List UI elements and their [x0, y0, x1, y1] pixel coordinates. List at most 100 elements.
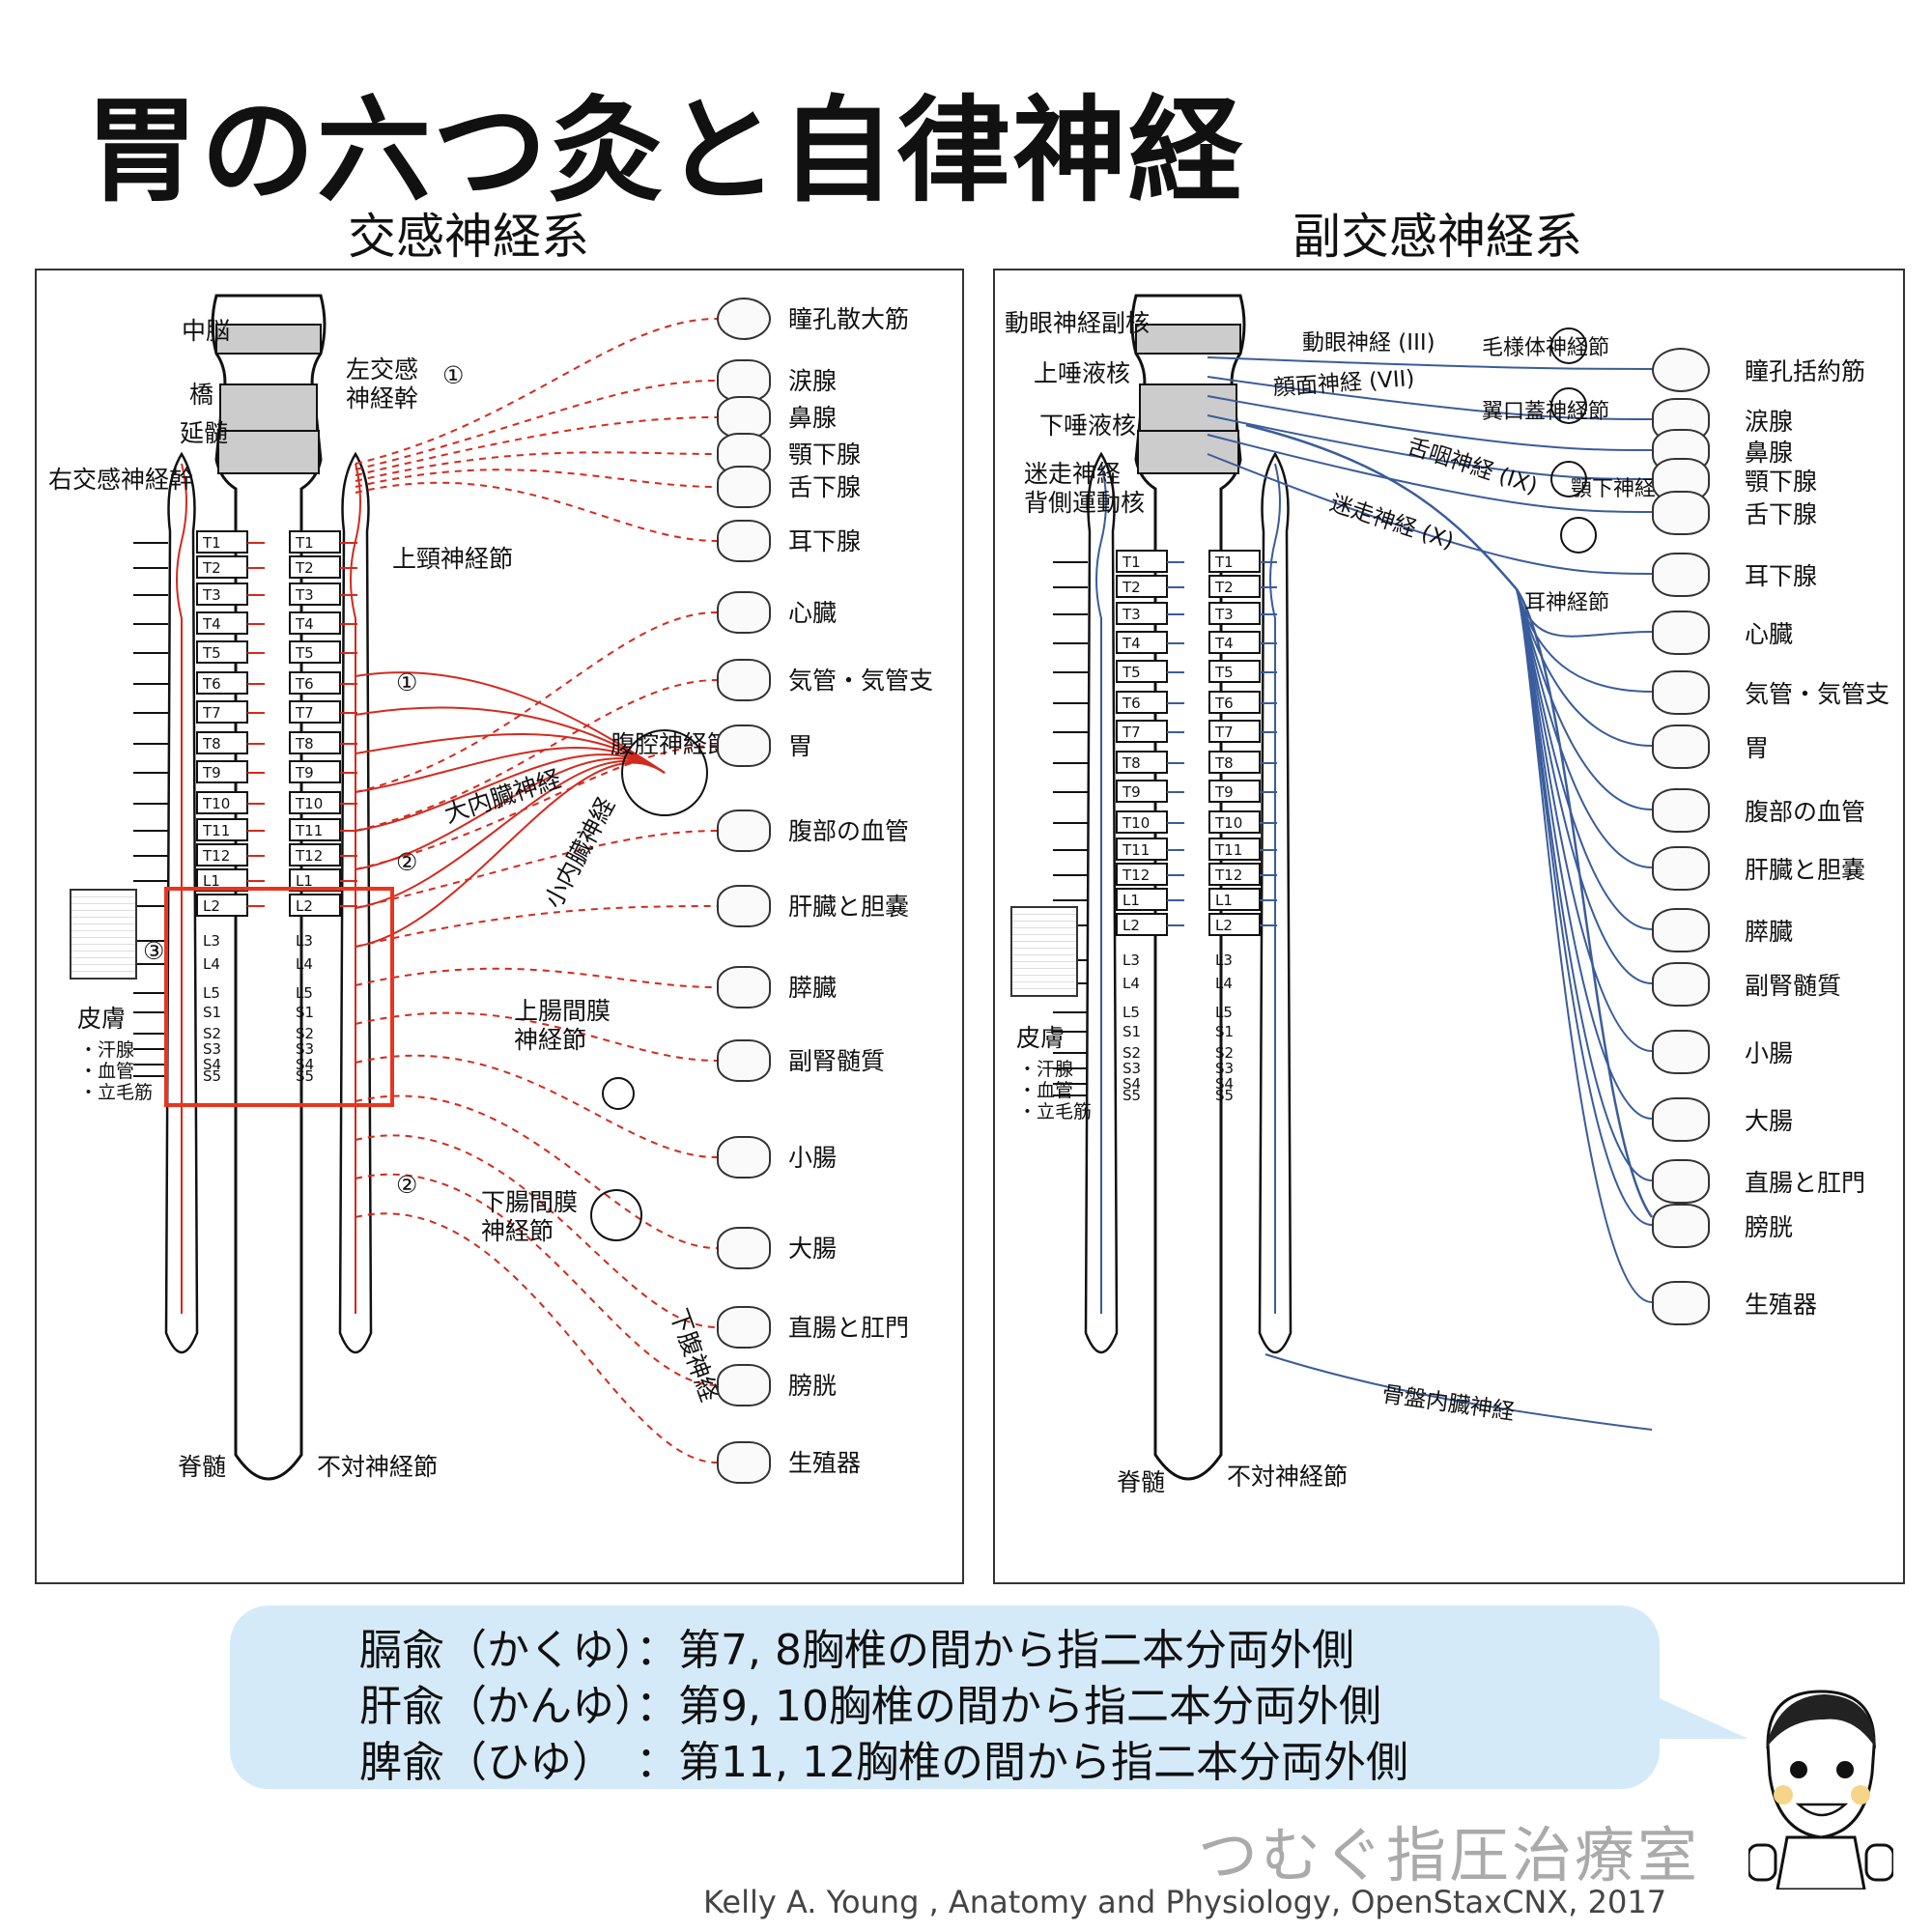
vertebra-label: S3	[1215, 1060, 1234, 1077]
vertebra-label: T8	[202, 735, 221, 753]
nucleus-label: 上唾液核	[1034, 359, 1131, 387]
dashed-fiber	[355, 1134, 718, 1328]
organ-icon	[717, 298, 771, 340]
vertebra-label: T6	[295, 675, 314, 693]
marker-2a: ②	[396, 848, 418, 876]
dashed-fiber	[355, 1173, 718, 1386]
organ-label: 鼻腺	[1745, 439, 1794, 467]
vertebra-label: T12	[202, 847, 230, 865]
skin-item: ・汗腺	[79, 1039, 135, 1061]
organ-label: 心臓	[788, 599, 838, 627]
organ-label: 大腸	[788, 1235, 838, 1263]
vertebra-label: S4	[203, 1056, 221, 1073]
organ-icon	[1652, 553, 1710, 597]
skin-label: 皮膚	[1016, 1024, 1065, 1052]
organ-label: 胃	[1745, 734, 1770, 762]
organ-icon	[1652, 724, 1710, 769]
brain-band-medulla	[1137, 430, 1239, 474]
avatar	[1748, 1690, 1893, 1889]
organ-icon	[717, 810, 771, 852]
vertebra-label: T5	[1214, 664, 1234, 681]
organ-label: 肝臓と胆嚢	[1745, 856, 1866, 884]
vertebra-label: T5	[1122, 664, 1141, 681]
organ-icon	[717, 885, 771, 927]
organ-label: 耳下腺	[1745, 562, 1818, 590]
splanchnic-fiber	[355, 759, 666, 909]
celiac-ganglion-label: 腹腔神経節	[611, 730, 732, 758]
vertebra-label: T3	[295, 586, 314, 604]
vertebra-label: S5	[1122, 1087, 1141, 1104]
organ-label: 膵臓	[1745, 918, 1794, 946]
vertebra-label: L4	[203, 955, 220, 973]
organ-icon	[1652, 846, 1710, 891]
organ-icon	[1652, 908, 1710, 952]
ganglion-label: 毛様体神経節	[1482, 336, 1610, 360]
vertebra-label: S2	[203, 1025, 221, 1042]
pelvic-splanchnic-fiber	[1264, 1353, 1653, 1431]
vertebra-label: L1	[1215, 892, 1233, 909]
note-line: 膈兪（かくゆ）：第7, 8胸椎の間から指二本分両外側	[359, 1626, 1354, 1675]
ganglion-circle	[1550, 327, 1587, 364]
organ-label: 舌下腺	[788, 473, 862, 501]
organ-icon	[717, 1227, 771, 1269]
dashed-fiber	[355, 469, 718, 488]
dashed-fiber	[355, 1054, 718, 1158]
organ-label: 腹部の血管	[788, 817, 910, 845]
vertebra-label: L2	[296, 897, 313, 915]
sup-mesenteric-circle	[602, 1077, 635, 1110]
splanchnic-fiber	[355, 757, 666, 870]
nucleus-label: 迷走神経 背側運動核	[1024, 460, 1146, 517]
brain-label-pons: 橋	[189, 381, 214, 409]
vertebra-label: L2	[1215, 917, 1233, 934]
vagus-fiber	[1516, 588, 1653, 638]
dashed-fiber	[355, 967, 718, 988]
organ-label: 直腸と肛門	[1745, 1169, 1866, 1197]
vertebra-label: T10	[1122, 814, 1150, 832]
vagus-fiber	[1207, 376, 1653, 420]
ganglion-label: 耳神経節	[1524, 591, 1610, 615]
vertebra-label: S5	[203, 1067, 221, 1085]
organ-icon	[717, 466, 771, 508]
organ-label: 副腎髄質	[788, 1047, 886, 1075]
vertebra-label: S1	[203, 1004, 221, 1021]
organ-label: 生殖器	[1745, 1291, 1818, 1319]
vertebra-label: S2	[1215, 1044, 1234, 1062]
vertebra-label: T2	[1122, 579, 1141, 596]
organ-icon	[1652, 1159, 1710, 1204]
splanchnic-fiber	[355, 747, 666, 793]
vertebra-label: S1	[1215, 1023, 1234, 1040]
note-bubble	[230, 1605, 1660, 1789]
vertebra-label: T11	[295, 822, 323, 839]
dashed-fiber	[355, 451, 718, 482]
dashed-fiber	[355, 1212, 718, 1463]
vertebra-label: S4	[1122, 1075, 1141, 1093]
splanchnic-fiber	[355, 753, 666, 832]
organ-label: 膵臓	[788, 974, 838, 1002]
vertebra-label: T12	[295, 847, 323, 865]
vertebra-label: S4	[1215, 1075, 1234, 1093]
splanchnic-fiber	[355, 706, 666, 774]
dashed-fiber	[355, 830, 718, 909]
dashed-fiber	[355, 416, 718, 476]
dashed-fiber	[355, 481, 718, 542]
organ-label: 膀胱	[788, 1372, 838, 1400]
vertebra-label: T9	[202, 764, 221, 781]
organ-label: 顎下腺	[1745, 468, 1818, 496]
dashed-fiber	[355, 611, 718, 793]
dashed-fiber	[355, 745, 718, 870]
vertebra-label: T2	[295, 559, 314, 577]
nucleus-label: 動眼神経副核	[1005, 309, 1151, 337]
organ-icon	[1652, 670, 1710, 715]
marker-1a: ①	[442, 361, 465, 389]
vagus-trunk	[1245, 423, 1654, 1218]
vertebra-label: T9	[1214, 783, 1234, 801]
vertebra-label: L1	[296, 872, 313, 890]
organ-icon	[1652, 1281, 1710, 1325]
ganglion-impar-label: 不対神経節	[1227, 1463, 1349, 1491]
vertebra-label: T2	[1214, 579, 1234, 596]
brain-label-midbrain: 中脳	[182, 317, 231, 345]
vertebra-label: T1	[202, 534, 221, 552]
nerve-label: 動眼神経 (III)	[1302, 330, 1435, 355]
